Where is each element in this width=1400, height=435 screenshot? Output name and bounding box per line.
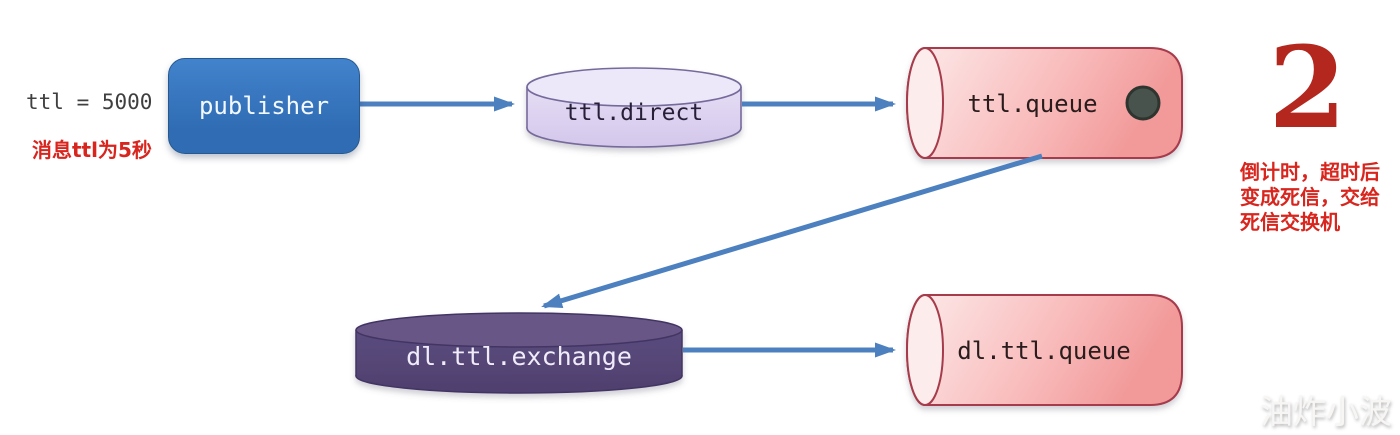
- step-note-line-2: 变成死信，交给: [1240, 185, 1380, 209]
- ttl-queue-label: ttl.queue: [967, 90, 1098, 118]
- step-note: 倒计时，超时后 变成死信，交给 死信交换机: [1240, 160, 1390, 235]
- edge-ttl-queue-to-dl-exchange: [541, 153, 1043, 309]
- ttl-queue-shape: [906, 47, 1183, 159]
- ttl-note-label: 消息ttl为5秒: [32, 138, 152, 162]
- step-note-line-1: 倒计时，超时后: [1240, 160, 1380, 184]
- dl-ttl-queue-shape: [906, 294, 1183, 406]
- step-number: 2: [1268, 23, 1347, 154]
- ttl-direct-label: ttl.direct: [564, 100, 704, 126]
- dl-ttl-exchange-label: dl.ttl.exchange: [406, 342, 632, 371]
- message-dot-icon: [1125, 85, 1161, 121]
- publisher-node: publisher: [168, 58, 360, 154]
- edges: [353, 96, 1043, 358]
- ttl-value-label: ttl = 5000: [26, 90, 153, 114]
- ttl-direct-exchange-shape: [526, 67, 742, 148]
- watermark: 油炸小波: [1260, 392, 1392, 431]
- publisher-label: publisher: [198, 92, 330, 120]
- step-note-line-3: 死信交换机: [1240, 210, 1340, 234]
- dl-ttl-exchange-shape: [355, 312, 683, 394]
- dl-ttl-queue-label: dl.ttl.queue: [957, 337, 1131, 365]
